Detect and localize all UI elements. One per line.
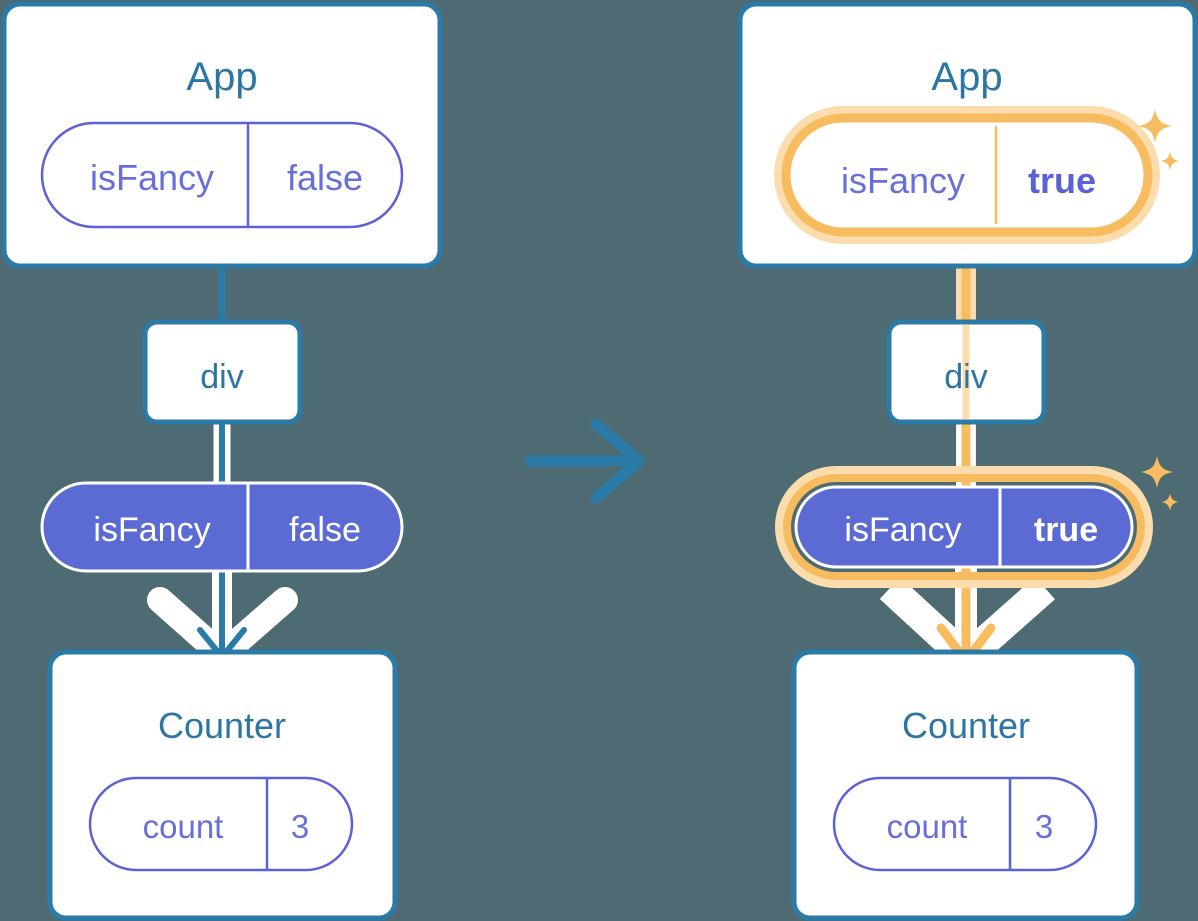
sparkle-large-icon bbox=[1141, 456, 1173, 488]
counter-state-pill bbox=[88, 776, 354, 872]
prop-key: isFancy bbox=[93, 511, 210, 549]
div-node-label: div bbox=[200, 358, 243, 396]
app-state-value: true bbox=[1028, 160, 1096, 201]
prop-highlight-glow bbox=[775, 466, 1153, 588]
counter-card-title: Counter bbox=[902, 705, 1030, 746]
prop-pill bbox=[40, 481, 404, 573]
sparkle-small-icon bbox=[1161, 493, 1179, 511]
div-node bbox=[142, 319, 303, 425]
counter-state-key: count bbox=[143, 808, 224, 845]
before-panel: App isFancy false div isFancy false Coun… bbox=[1, 1, 443, 921]
counter-card-title: Counter bbox=[158, 705, 286, 746]
counter-state-pill bbox=[832, 776, 1098, 872]
app-card-title: App bbox=[931, 55, 1002, 99]
prop-pill bbox=[794, 485, 1134, 569]
prop-key: isFancy bbox=[844, 511, 961, 549]
app-state-highlight-ring bbox=[781, 113, 1153, 237]
app-state-value: false bbox=[287, 157, 363, 198]
counter-state-value: 3 bbox=[291, 808, 309, 845]
counter-state-key: count bbox=[887, 808, 968, 845]
div-node-label: div bbox=[944, 358, 987, 396]
app-state-key: isFancy bbox=[841, 160, 965, 201]
counter-state-value: 3 bbox=[1035, 808, 1053, 845]
after-panel: App isFancy true div isFancy bbox=[737, 1, 1198, 921]
prop-highlight-ring bbox=[783, 474, 1145, 580]
prop-value: true bbox=[1034, 511, 1098, 549]
arrow-right-icon bbox=[524, 418, 645, 504]
prop-value: false bbox=[289, 511, 361, 549]
app-state-key: isFancy bbox=[90, 157, 214, 198]
app-card-title: App bbox=[186, 55, 257, 99]
app-state-pill bbox=[40, 121, 404, 229]
